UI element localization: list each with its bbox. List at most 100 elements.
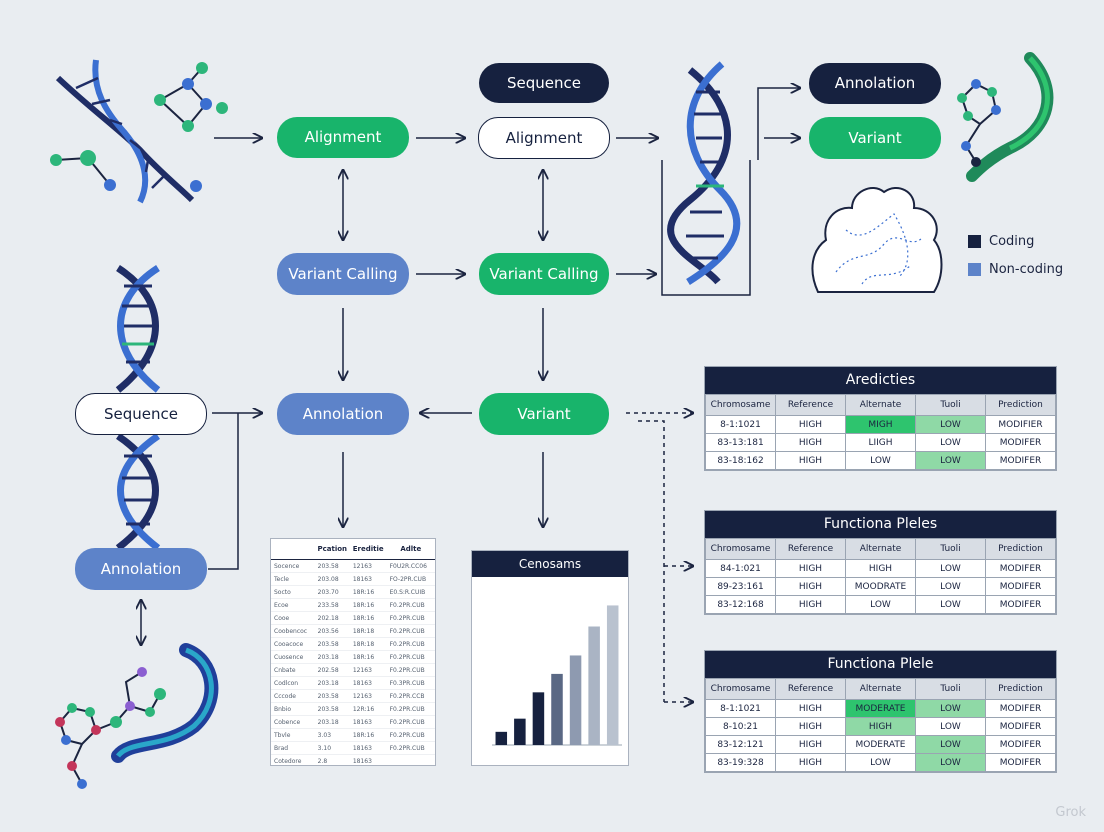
bar-3 bbox=[532, 692, 545, 745]
doc-cell: F0.3PR.CUB bbox=[386, 676, 435, 690]
table-cell: MODIFER bbox=[985, 451, 1056, 470]
table-cell: LOW bbox=[915, 717, 986, 736]
column-header: Chromosame bbox=[705, 394, 776, 416]
table-cell: LOW bbox=[845, 753, 916, 772]
doc-cell: 12163 bbox=[349, 663, 387, 677]
table-cell: LIIGH bbox=[845, 433, 916, 452]
doc-cell: 18163 bbox=[349, 715, 387, 729]
table-cell: HIGH bbox=[775, 433, 846, 452]
table-cell: HIGH bbox=[775, 717, 846, 736]
table-title: Functiona Pleles bbox=[705, 511, 1056, 538]
doc-cell: 18R:16 bbox=[349, 650, 387, 664]
table-cell: MODERATE bbox=[845, 735, 916, 754]
legend-non-coding-swatch bbox=[968, 263, 981, 276]
table-cell: HIGH bbox=[775, 735, 846, 754]
doc-cell: 18163 bbox=[349, 741, 387, 755]
table-cell: MODIFER bbox=[985, 699, 1056, 718]
table-cell: LOW bbox=[915, 415, 986, 434]
table-cell: LOW bbox=[915, 577, 986, 596]
table-cell: HIGH bbox=[775, 699, 846, 718]
doc-cell: 18163 bbox=[349, 754, 387, 765]
table-cell: 83-12:168 bbox=[705, 595, 776, 614]
doc-cell: Cooe bbox=[271, 611, 315, 625]
node-sequence-top: Sequence bbox=[479, 63, 609, 103]
column-header: Prediction bbox=[985, 538, 1056, 560]
doc-cell: 203.18 bbox=[314, 676, 350, 690]
column-header: Alternate bbox=[845, 394, 916, 416]
table-cell: HIGH bbox=[775, 577, 846, 596]
doc-cell: Cnbate bbox=[271, 663, 315, 677]
doc-cell: F0.2PR.CUB bbox=[386, 637, 435, 651]
node-variant-top: Variant bbox=[809, 117, 941, 159]
table-cell: MODIFER bbox=[985, 735, 1056, 754]
table-cell: LOW bbox=[915, 595, 986, 614]
protein-top-right-icon bbox=[957, 52, 1054, 182]
node-variant-calling-2: Variant Calling bbox=[479, 253, 609, 295]
arrow-to-annotation-top bbox=[757, 88, 800, 160]
doc-cell: 12163 bbox=[349, 559, 387, 573]
doc-cell: Socto bbox=[271, 585, 315, 599]
cell-network-icon bbox=[811, 187, 943, 293]
doc-cell: 203.56 bbox=[314, 624, 350, 638]
table-cell: 83-12:121 bbox=[705, 735, 776, 754]
node-annotation-left: Annolation bbox=[75, 548, 207, 590]
doc-cell: 18R:18 bbox=[349, 637, 387, 651]
dna-helix-center-icon bbox=[667, 61, 741, 285]
table-cell: LOW bbox=[915, 451, 986, 470]
table-cell: LOW bbox=[915, 753, 986, 772]
doc-cell: 203.18 bbox=[314, 715, 350, 729]
doc-cell: 18R:16 bbox=[349, 611, 387, 625]
table-cell: LOW bbox=[915, 559, 986, 578]
doc-cell: F0.2PR.CUB bbox=[386, 728, 435, 742]
doc-cell: F0U2R.CC06 bbox=[386, 559, 435, 573]
dna-helix-top-left-icon bbox=[50, 59, 228, 204]
table-cell: HIGH bbox=[775, 415, 846, 434]
doc-cell: 203.58 bbox=[314, 559, 350, 573]
legend-non-coding: Non-coding bbox=[968, 262, 1063, 277]
doc-cell: FO-2PR.CUB bbox=[386, 572, 435, 586]
table-cell: HIGH bbox=[775, 595, 846, 614]
column-header: Prediction bbox=[985, 394, 1056, 416]
column-header: Prediction bbox=[985, 678, 1056, 700]
doc-cell: 18163 bbox=[349, 572, 387, 586]
node-alignment-1: Alignment bbox=[277, 117, 409, 158]
column-header: Reference bbox=[775, 678, 846, 700]
table-cell: HIGH bbox=[775, 451, 846, 470]
table-cell: MODIFER bbox=[985, 595, 1056, 614]
table-cell: 8-10:21 bbox=[705, 717, 776, 736]
watermark: Grok bbox=[1055, 805, 1086, 820]
doc-column-header: Ereditie bbox=[349, 539, 387, 560]
doc-cell: F0.2PR.CUB bbox=[386, 715, 435, 729]
doc-cell: Ecoe bbox=[271, 598, 315, 612]
node-alignment-2: Alignment bbox=[478, 117, 610, 159]
doc-cell: 12R:16 bbox=[349, 702, 387, 716]
table-cell: 89-23:161 bbox=[705, 577, 776, 596]
table-cell: MOODRATE bbox=[845, 577, 916, 596]
bar-7 bbox=[606, 605, 619, 745]
column-header: Chromosame bbox=[705, 538, 776, 560]
legend-coding-label: Coding bbox=[989, 234, 1035, 249]
doc-cell: 18R:16 bbox=[349, 598, 387, 612]
doc-cell: 18R:18 bbox=[349, 624, 387, 638]
doc-cell: Cobence bbox=[271, 715, 315, 729]
column-header: Tuoli bbox=[915, 538, 986, 560]
doc-cell: Bnbio bbox=[271, 702, 315, 716]
doc-cell: 233.58 bbox=[314, 598, 350, 612]
column-header: Reference bbox=[775, 394, 846, 416]
table-title: Aredicties bbox=[705, 367, 1056, 394]
node-variant-calling-1: Variant Calling bbox=[277, 253, 409, 295]
